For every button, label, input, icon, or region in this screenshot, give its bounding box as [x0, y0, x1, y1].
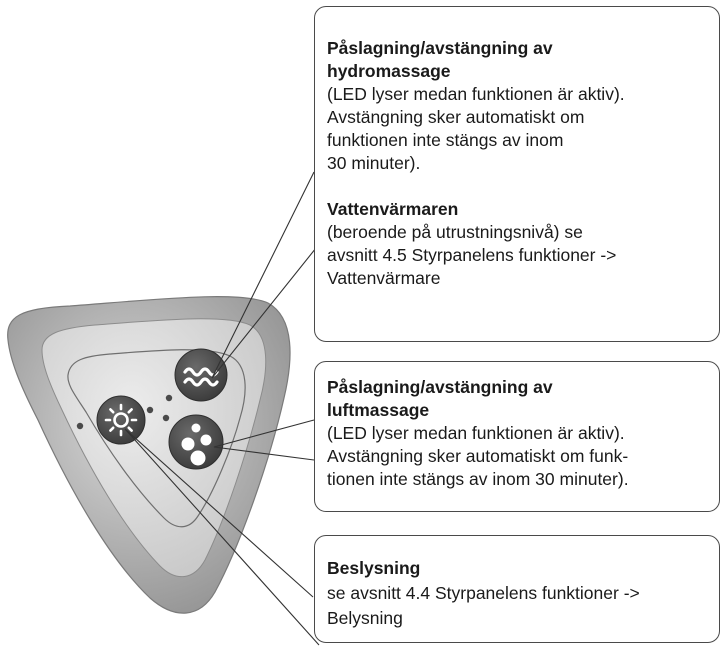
led-indicator — [146, 406, 154, 414]
callout-lighting: Beslysning se avsnitt 4.4 Styrpanelens f… — [314, 535, 720, 643]
led-indicator — [162, 414, 170, 422]
panel-button-area — [67, 349, 246, 528]
leader-lighting — [124, 428, 320, 646]
leader-hydromassage — [211, 171, 317, 379]
sun-icon — [104, 403, 138, 437]
leader-airmassage — [213, 419, 315, 461]
wave-icon — [183, 367, 219, 387]
callout-body-airmassage: (LED lyser medan funktionen är aktiv). A… — [327, 423, 629, 489]
callout-title-airmassage: Påslagning/avstängning av luftmassage — [327, 377, 553, 420]
callout-body-heater: (beroende på utrustningsnivå) se avsnitt… — [327, 222, 617, 288]
callout-title-hydromassage: Påslagning/avstängning av hydromassage — [327, 38, 553, 81]
callout-body-hydromassage: (LED lyser medan funktionen är aktiv). A… — [327, 84, 625, 173]
led-indicator — [76, 422, 84, 430]
hydromassage-button[interactable] — [174, 348, 228, 402]
bubbles-icon — [181, 423, 212, 466]
lighting-button[interactable] — [96, 395, 146, 445]
callout-airmassage: Påslagning/avstängning av luftmassage (L… — [314, 361, 720, 512]
callout-body-lighting: se avsnitt 4.4 Styrpanelens funktioner -… — [327, 583, 640, 628]
callout-hydromassage-and-heater: Påslagning/avstängning av hydromassage (… — [314, 6, 720, 342]
led-indicator — [165, 394, 173, 402]
leader-lines — [124, 171, 320, 646]
status-leds — [76, 394, 173, 430]
callout-title-lighting: Beslysning — [327, 558, 421, 578]
callout-title-heater: Vattenvärmaren — [327, 199, 459, 219]
airmassage-button[interactable] — [168, 414, 224, 470]
